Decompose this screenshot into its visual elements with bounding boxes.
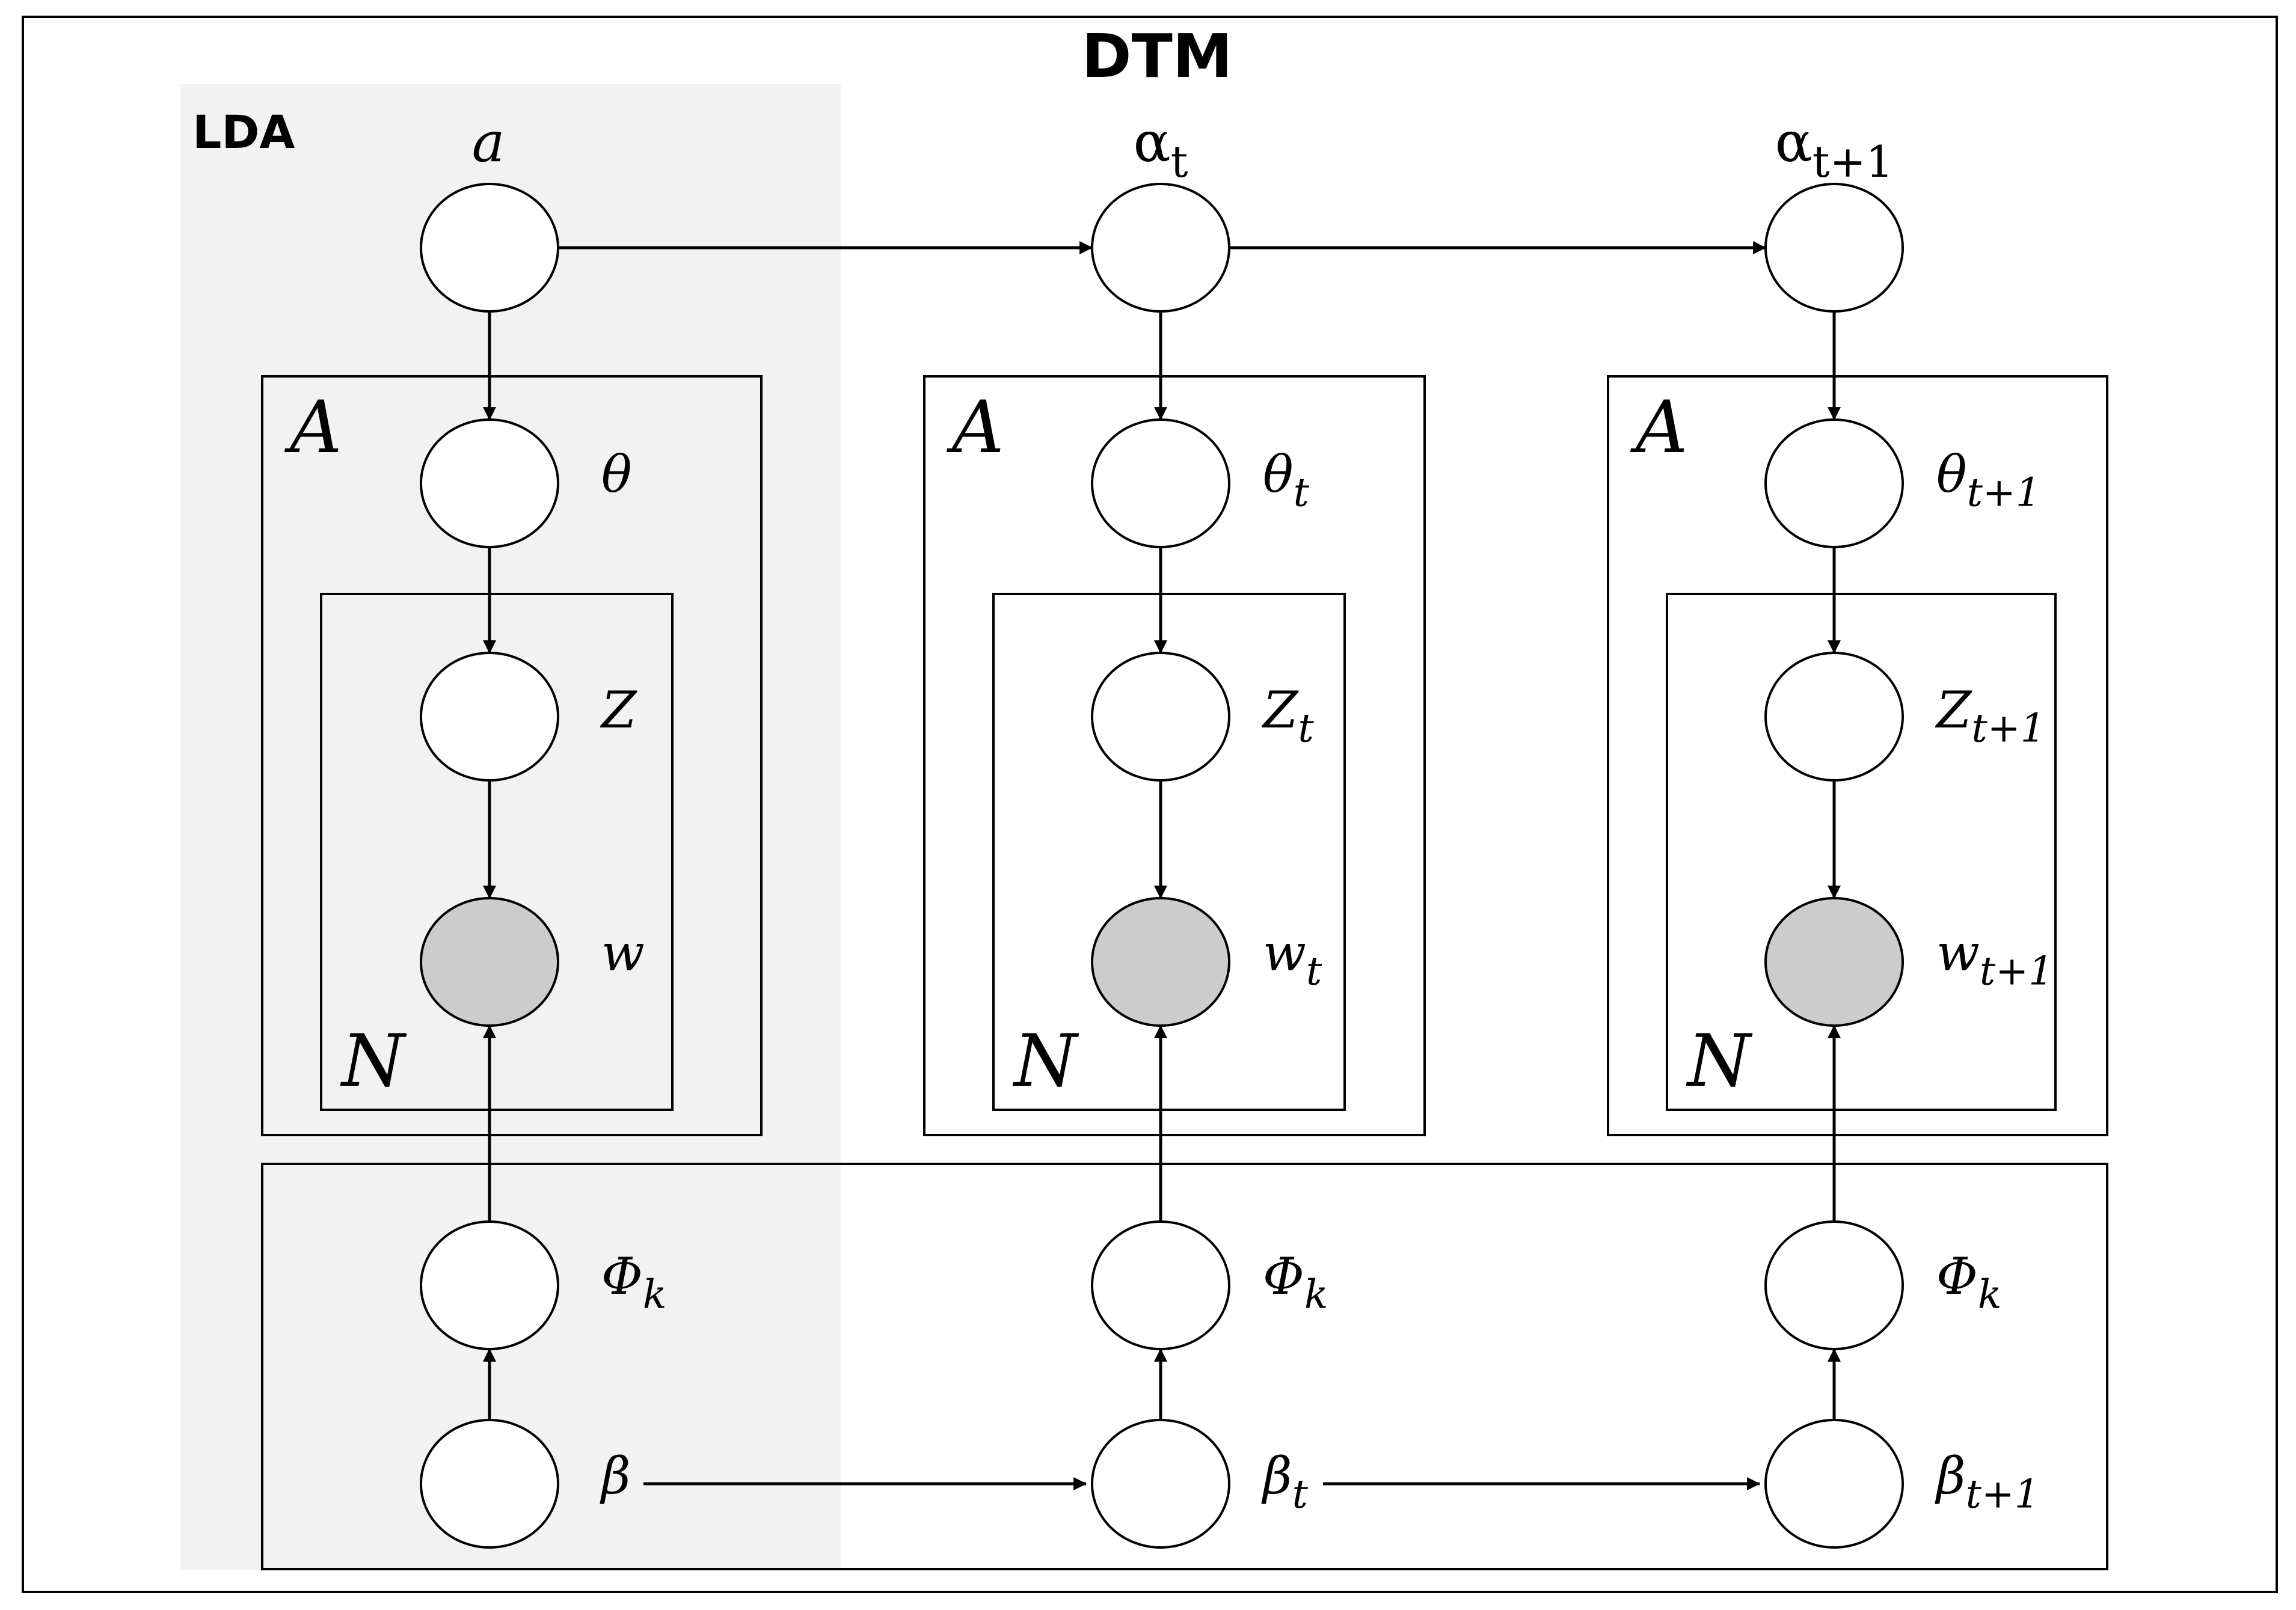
diagram-title: DTM — [1082, 21, 1233, 91]
z-node — [420, 652, 559, 782]
alpha-label: αt+1 — [1775, 110, 1894, 187]
w-label: wt — [1263, 923, 1322, 994]
plate-label-N: N — [1012, 1020, 1079, 1103]
beta-label: βt — [1261, 1446, 1309, 1517]
w-node — [1764, 897, 1904, 1027]
alpha-label: αt — [1134, 110, 1188, 187]
alpha-label: a — [472, 110, 505, 174]
theta-label: θt+1 — [1936, 445, 2040, 516]
phi-node — [1091, 1220, 1230, 1350]
w-node — [420, 897, 559, 1027]
z-label: Z — [600, 681, 637, 739]
word-plate — [992, 593, 1346, 1111]
theta-label: θt — [1263, 445, 1310, 516]
lda-label: LDA — [192, 105, 295, 159]
column-3: A Nαt+1 θt+1Zt+1 wt+1Φk βt+1 — [1607, 110, 2108, 1549]
plate-label-A: A — [1630, 386, 1688, 470]
beta-node — [1764, 1419, 1904, 1549]
phi-label: Φk — [601, 1247, 667, 1318]
theta-node — [1091, 418, 1230, 548]
z-node — [1091, 652, 1230, 782]
beta-node — [1091, 1419, 1230, 1549]
phi-node — [420, 1220, 559, 1350]
beta-node — [420, 1419, 559, 1549]
alpha-node — [420, 183, 559, 313]
plate-label-N: N — [340, 1020, 407, 1103]
word-plate — [1666, 593, 2057, 1111]
alpha-node — [1091, 183, 1230, 313]
theta-node — [420, 418, 559, 548]
w-label: wt+1 — [1936, 923, 2054, 994]
plate-label-A: A — [946, 386, 1004, 470]
w-node — [1091, 897, 1230, 1027]
theta-label: θ — [601, 445, 632, 504]
beta-label: β — [600, 1446, 631, 1505]
word-plate — [320, 593, 674, 1111]
topic-plate — [261, 1163, 2108, 1570]
beta-label: βt+1 — [1935, 1446, 2039, 1517]
plate-label-N: N — [1686, 1020, 1753, 1103]
z-label: Zt+1 — [1935, 681, 2045, 751]
phi-label: Φk — [1263, 1247, 1328, 1318]
w-label: w — [601, 923, 645, 982]
theta-node — [1764, 418, 1904, 548]
alpha-node — [1764, 183, 1904, 313]
z-label: Zt — [1261, 681, 1314, 751]
document-plate — [923, 375, 1426, 1136]
phi-label: Φk — [1936, 1247, 2002, 1318]
phi-node — [1764, 1220, 1904, 1350]
document-plate — [261, 375, 763, 1136]
z-node — [1764, 652, 1904, 782]
document-plate — [1607, 375, 2108, 1136]
plate-label-A: A — [284, 386, 342, 470]
